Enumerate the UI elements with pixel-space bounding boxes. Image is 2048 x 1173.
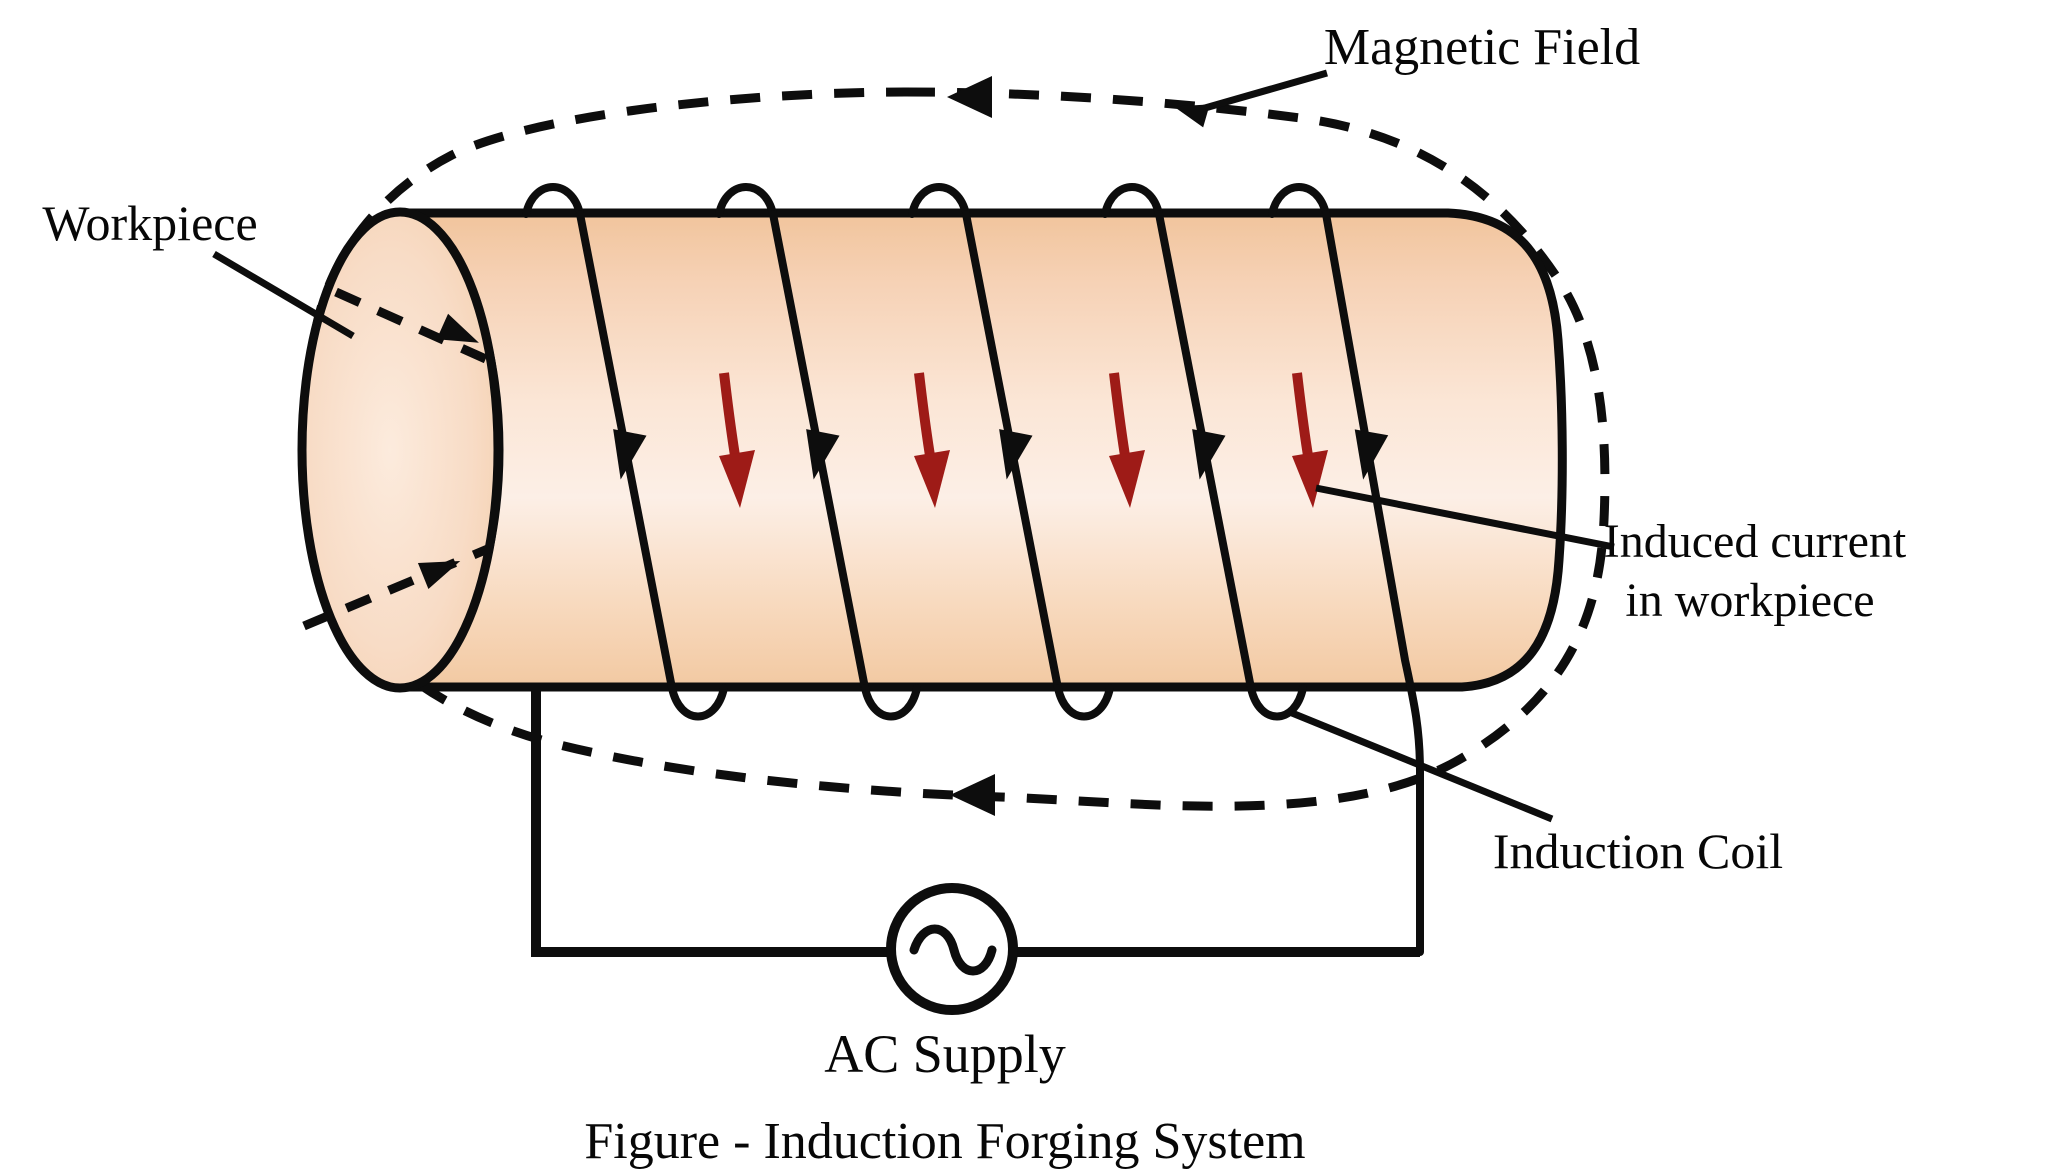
field-lines-into-workpiece [302, 287, 492, 631]
induced-current-label-line2: in workpiece [1625, 574, 1874, 627]
supply-circuit [531, 689, 1420, 1015]
coil-current-arrow-icon [613, 429, 647, 480]
field-arrow-lower-icon [417, 561, 461, 589]
induced-current-arrow-icon [719, 372, 755, 508]
coil-current-arrow-icon [999, 429, 1033, 480]
magnetic-field-loop-dashed-path [303, 87, 1610, 811]
magnetic-field-loop [303, 87, 1610, 811]
coil-turn [908, 183, 1114, 721]
sine-wave-icon [909, 924, 997, 976]
workpiece-leader-line [212, 250, 355, 340]
magnetic-field-label: Magnetic Field [1324, 19, 1640, 76]
induced-current-arrow-icon [914, 372, 950, 508]
induced-current-leader-line [1315, 484, 1615, 551]
workpiece-label: Workpiece [42, 195, 257, 251]
figure-caption: Figure - Induction Forging System [584, 1113, 1305, 1170]
wire-left [531, 689, 888, 957]
induced-current-arrow-icon [1292, 372, 1328, 508]
magnetic-field-leader-line [1197, 69, 1328, 114]
induced-current-arrow-icon [1109, 372, 1145, 508]
induced-current-label-line1: Induced current [1604, 515, 1907, 568]
coil-turn [715, 183, 921, 721]
induction-coil-label: Induction Coil [1493, 823, 1783, 879]
coil-turn [522, 183, 728, 721]
field-direction-arrow-bottom-icon [950, 774, 995, 816]
induction-coil-leader-line [1290, 709, 1554, 823]
coil-turn [1101, 183, 1307, 721]
field-arrow-upper-icon [436, 313, 479, 343]
field-line-lower [302, 543, 492, 631]
coil-current-arrow-icon [1354, 429, 1389, 480]
field-direction-arrow-top-icon [947, 76, 992, 118]
leader-lines [212, 69, 1615, 823]
field-line-upper [334, 287, 490, 365]
workpiece-end-face [297, 207, 503, 693]
coil-current-arrow-icon [1192, 429, 1226, 480]
ac-supply-label: AC Supply [824, 1024, 1066, 1084]
magnetic-field-leader-arrow-icon [1173, 104, 1210, 128]
induced-current-arrows [719, 372, 1328, 508]
coil-current-arrow-icon [806, 429, 840, 480]
